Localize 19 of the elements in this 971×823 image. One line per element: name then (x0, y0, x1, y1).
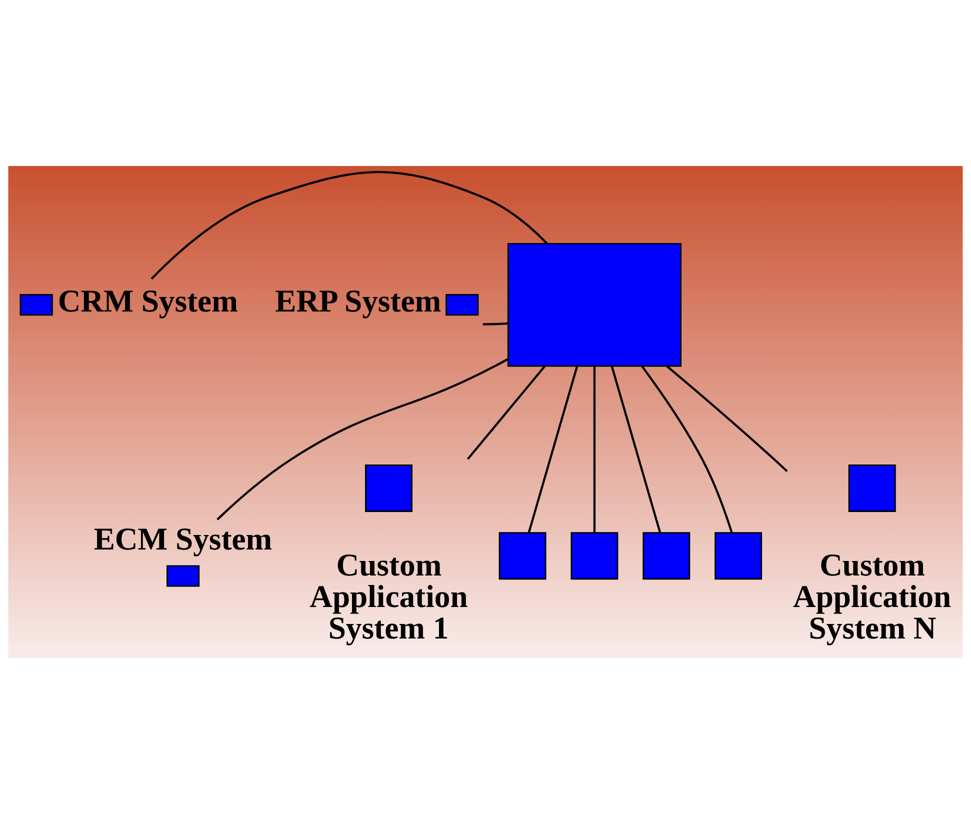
connector (641, 365, 733, 532)
connector (593, 366, 596, 532)
node-label: Custom Application System N (792, 546, 952, 646)
node-label: Custom Application System 1 (310, 546, 468, 646)
node-label: ECM System (94, 521, 272, 556)
node-box (498, 532, 546, 580)
connector (666, 364, 788, 472)
node-box (714, 532, 762, 580)
connector (150, 170, 548, 280)
node-box (570, 532, 618, 580)
connector (610, 366, 662, 532)
connector (528, 366, 578, 532)
connector (216, 358, 508, 520)
node-label: CRM System (58, 282, 238, 318)
connector (466, 365, 546, 460)
connector (483, 322, 508, 325)
node-box (642, 532, 690, 580)
node-box (507, 242, 682, 366)
node-label: ERP System (275, 282, 442, 318)
